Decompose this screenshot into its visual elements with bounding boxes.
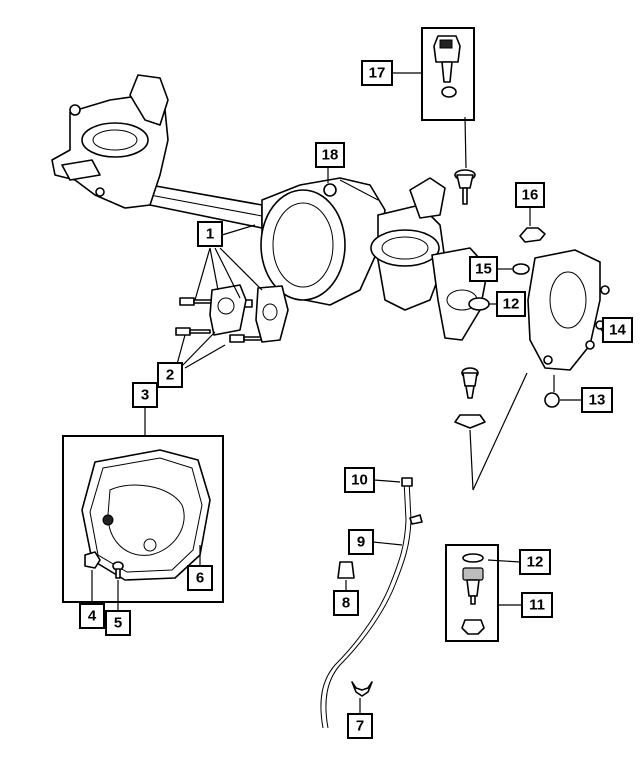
svg-text:12: 12 bbox=[503, 296, 520, 313]
left-knuckle-housing bbox=[51, 74, 169, 209]
cover-fill-plug bbox=[84, 551, 101, 569]
svg-text:3: 3 bbox=[141, 387, 149, 404]
callout-18: 18 bbox=[315, 142, 345, 168]
callout-9: 9 bbox=[348, 529, 374, 555]
ball-joint-stud bbox=[454, 169, 476, 205]
hose-clip bbox=[351, 681, 373, 697]
bearing-caps bbox=[209, 284, 289, 343]
callout-13: 13 bbox=[581, 387, 613, 413]
svg-text:15: 15 bbox=[475, 261, 492, 278]
nut-13 bbox=[544, 392, 560, 408]
svg-text:11: 11 bbox=[529, 597, 545, 614]
seal-12 bbox=[468, 297, 490, 311]
callout-3: 3 bbox=[132, 382, 158, 408]
callout-5: 5 bbox=[105, 610, 131, 636]
callout-14: 14 bbox=[602, 317, 633, 343]
svg-text:1: 1 bbox=[206, 226, 214, 243]
boot bbox=[454, 414, 486, 429]
leader-lines bbox=[91, 72, 604, 714]
cover-bolt bbox=[112, 561, 124, 579]
svg-text:17: 17 bbox=[369, 65, 386, 82]
lower-ball-joint-kit-box bbox=[445, 544, 499, 642]
differential-cover bbox=[81, 449, 211, 581]
right-axle-housing bbox=[370, 177, 489, 341]
svg-text:14: 14 bbox=[609, 322, 626, 339]
callout-17: 17 bbox=[361, 60, 393, 86]
callout-8: 8 bbox=[333, 590, 359, 616]
svg-text:4: 4 bbox=[88, 608, 97, 625]
svg-text:10: 10 bbox=[351, 472, 368, 489]
nut-15 bbox=[512, 263, 530, 275]
cover-kit-box bbox=[62, 435, 224, 603]
svg-text:16: 16 bbox=[522, 187, 539, 204]
callout-15: 15 bbox=[469, 256, 498, 282]
ball-joint-kit-box bbox=[421, 27, 475, 121]
svg-text:7: 7 bbox=[356, 718, 364, 735]
upper-ball-joint bbox=[433, 35, 461, 98]
callout-2: 2 bbox=[157, 362, 183, 388]
hose-connector bbox=[337, 561, 355, 579]
callout-4: 4 bbox=[79, 603, 105, 629]
svg-text:12: 12 bbox=[527, 554, 544, 571]
lower-ball-joint bbox=[461, 553, 485, 635]
clip-part bbox=[519, 227, 546, 243]
svg-text:8: 8 bbox=[342, 595, 350, 612]
svg-text:2: 2 bbox=[166, 367, 174, 384]
svg-text:6: 6 bbox=[196, 570, 204, 587]
callout-12-lower: 12 bbox=[519, 549, 551, 575]
svg-text:9: 9 bbox=[357, 534, 365, 551]
callout-10: 10 bbox=[344, 467, 375, 493]
callout-1: 1 bbox=[197, 221, 223, 247]
svg-text:18: 18 bbox=[322, 147, 339, 164]
steering-knuckle bbox=[527, 249, 610, 371]
callout-11: 11 bbox=[521, 592, 553, 618]
callout-16: 16 bbox=[515, 182, 545, 208]
lower-ball-joint-stud bbox=[461, 367, 479, 399]
svg-text:13: 13 bbox=[589, 392, 606, 409]
svg-text:5: 5 bbox=[114, 615, 122, 632]
vent-hose bbox=[320, 477, 423, 729]
callout-6: 6 bbox=[187, 565, 213, 591]
callout-7: 7 bbox=[347, 713, 373, 739]
differential-housing bbox=[260, 177, 386, 306]
callout-12-upper: 12 bbox=[496, 291, 526, 317]
